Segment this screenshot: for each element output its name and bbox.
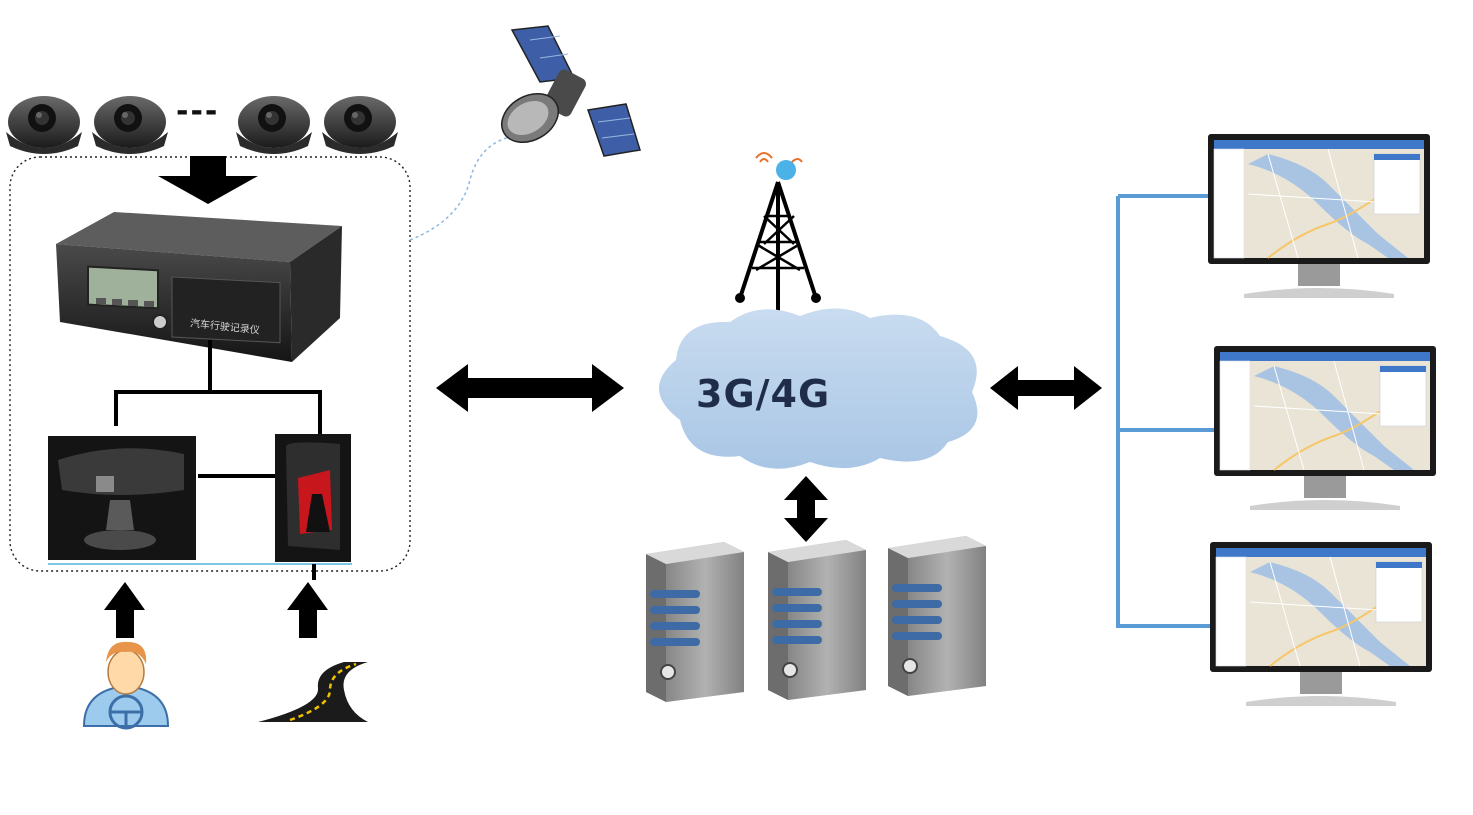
arrow-vertical	[784, 476, 828, 542]
dvr-recorder	[56, 212, 342, 362]
arrow-bidirectional	[990, 366, 1102, 410]
camera-ellipsis: ---	[176, 94, 220, 129]
monitor-icon	[1207, 133, 1431, 299]
dome-camera-icon	[236, 96, 312, 154]
driver-icon	[82, 641, 170, 730]
monitor-icon	[1209, 541, 1433, 707]
satellite-link	[409, 134, 521, 241]
road-icon	[258, 662, 368, 722]
dome-camera-icon	[322, 96, 398, 154]
satellite-icon	[501, 25, 641, 157]
arrow-bidirectional	[436, 364, 624, 412]
network-cloud	[658, 308, 978, 469]
server-icon	[645, 541, 745, 703]
dome-camera-icon	[6, 96, 82, 154]
driver-camera	[48, 436, 196, 560]
arrow-up	[287, 582, 328, 638]
dvr-connector	[114, 340, 322, 440]
monitor-connector	[1116, 194, 1214, 628]
radio-tower-icon	[735, 152, 821, 323]
server-icon	[887, 535, 987, 697]
network-label: 3G/4G	[696, 372, 831, 416]
monitor-icon	[1213, 345, 1437, 511]
server-icon	[767, 539, 867, 701]
alarm-device	[275, 434, 351, 562]
arrow-up	[104, 582, 145, 638]
dome-camera-icon	[92, 96, 168, 154]
arrow-down	[158, 156, 258, 204]
